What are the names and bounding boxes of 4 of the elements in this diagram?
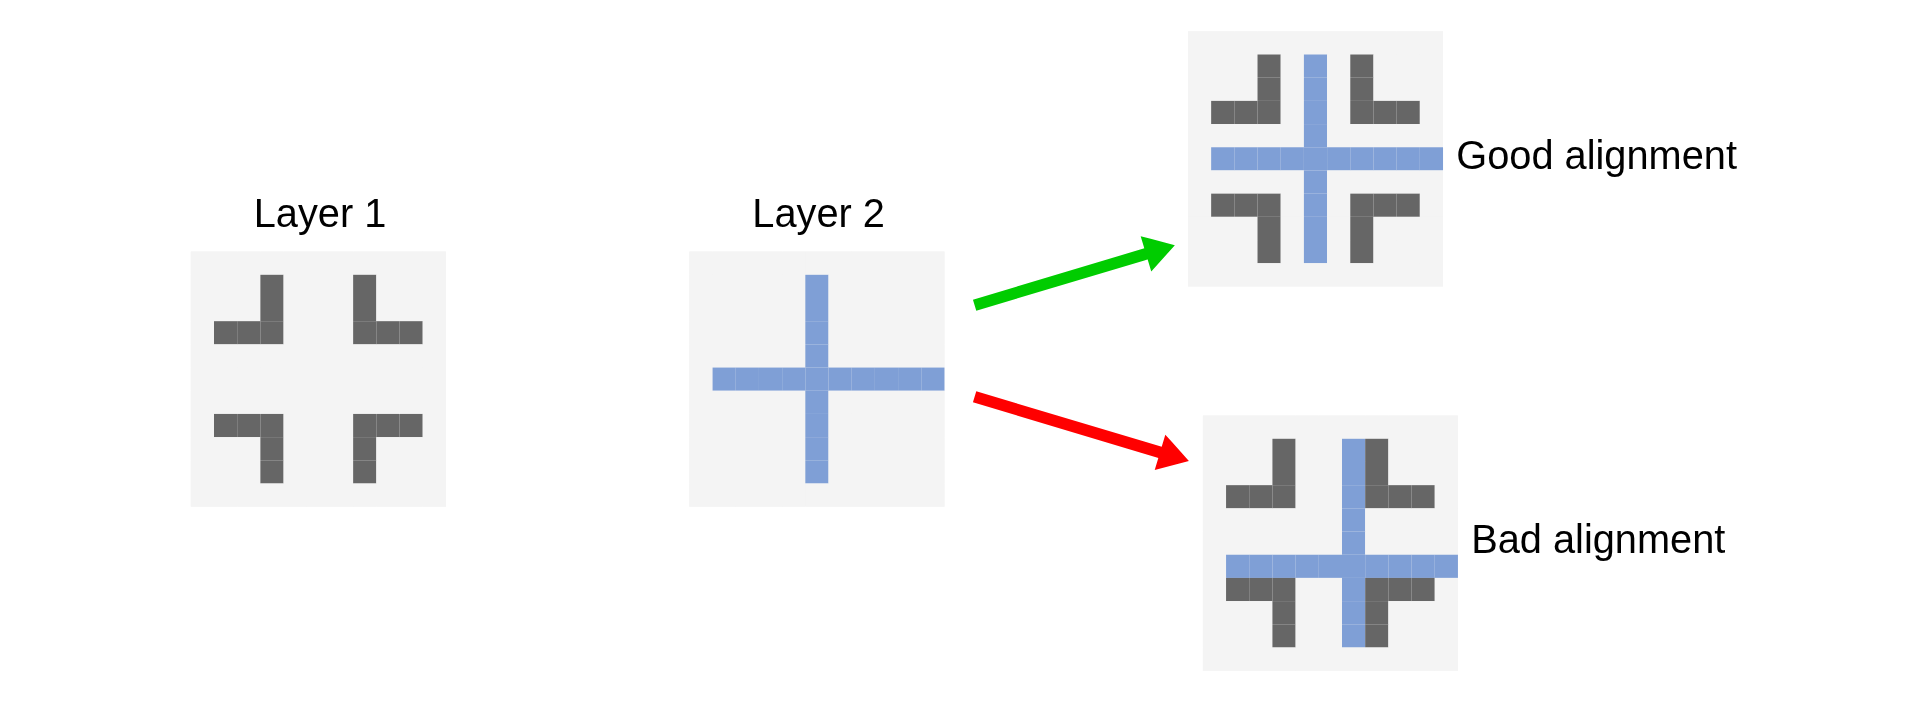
node-label: Layer 1: [253, 191, 387, 236]
node-label: Bad alignment: [1471, 517, 1726, 562]
node-text: Layer 2: [752, 191, 885, 236]
node-label: Good alignment: [1456, 133, 1737, 178]
